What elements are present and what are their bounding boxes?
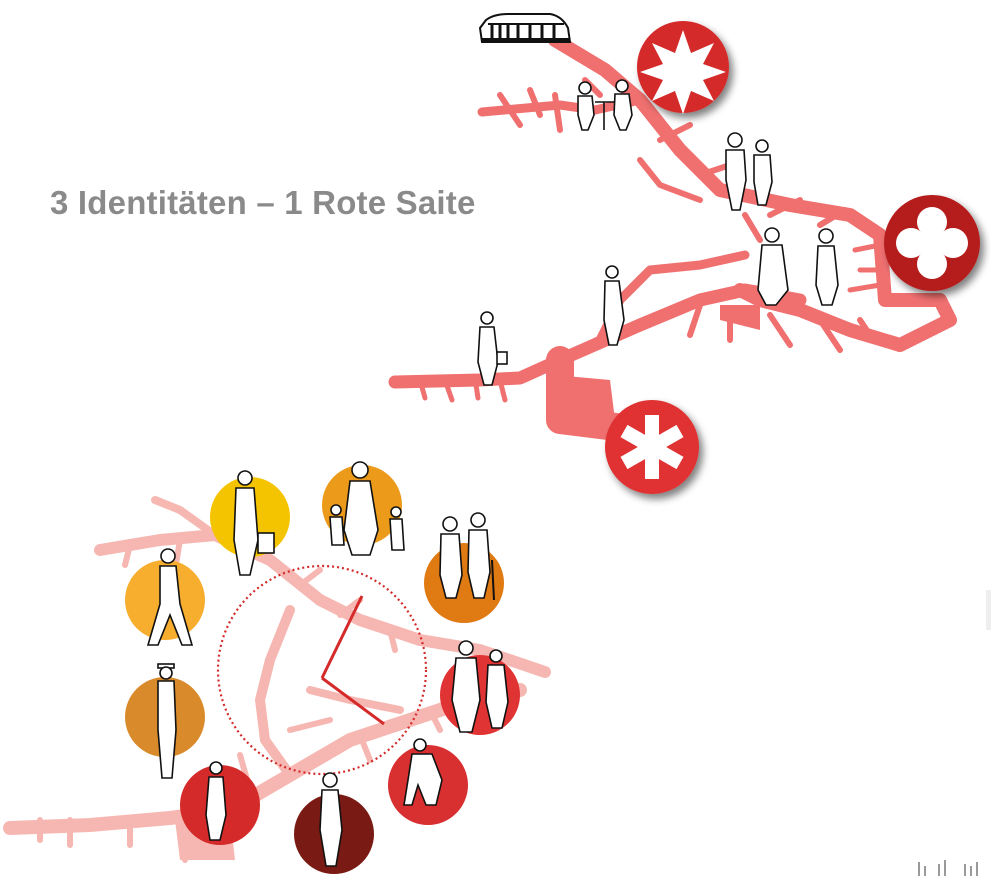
dancing-couple-icon xyxy=(403,738,443,806)
walking-man-group xyxy=(125,548,205,646)
woman-with-bag-icon xyxy=(477,311,508,386)
parent-with-children-group xyxy=(322,461,405,556)
eight-point-star-icon xyxy=(640,30,726,114)
cafe-people-icon xyxy=(577,79,633,131)
walking-man-icon xyxy=(146,548,194,646)
couple-walking-icon xyxy=(725,132,773,211)
woman-with-bag-group xyxy=(210,470,290,576)
couple-icon xyxy=(451,640,509,733)
clock-hour-hand xyxy=(320,595,364,679)
man-with-hat-group xyxy=(125,663,205,779)
walking-woman-icon xyxy=(603,265,625,346)
woman-with-bag-icon xyxy=(233,470,275,576)
edge-fragment xyxy=(986,590,991,630)
dancing-couple-group xyxy=(388,738,468,825)
four-petal-cross-icon xyxy=(896,207,968,279)
people-upper xyxy=(477,79,839,386)
couple-group xyxy=(440,640,520,735)
man-with-hat-icon xyxy=(157,663,177,779)
woman-with-child-icon xyxy=(205,761,227,841)
tram-icon xyxy=(478,13,572,43)
people-circle xyxy=(125,461,520,874)
clock-minute-hand xyxy=(321,676,385,726)
parent-with-children-icon xyxy=(329,461,405,556)
asterisk-emblem xyxy=(605,400,699,494)
tourists-icon xyxy=(757,227,839,306)
elderly-couple-group xyxy=(424,512,504,623)
page-title: 3 Identitäten – 1 Rote Saite xyxy=(50,184,476,221)
four-petal-emblem xyxy=(884,195,980,291)
elderly-couple-icon xyxy=(439,512,495,601)
eight-point-star-emblem xyxy=(637,21,729,114)
woman-with-child-group xyxy=(180,761,260,845)
clock-icon xyxy=(216,564,428,776)
photographer-icon xyxy=(319,772,343,867)
bar-fragment xyxy=(918,860,978,876)
photographer-group xyxy=(294,772,374,874)
six-point-asterisk-icon xyxy=(620,415,684,479)
